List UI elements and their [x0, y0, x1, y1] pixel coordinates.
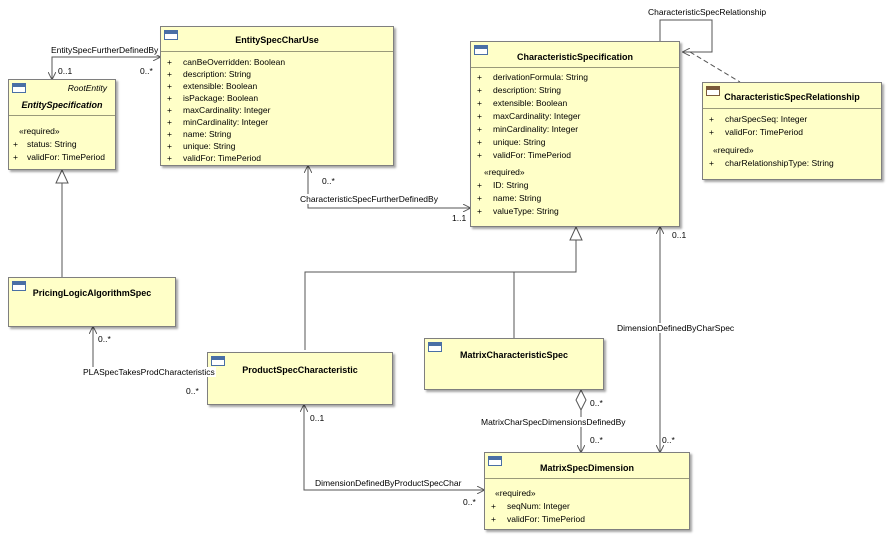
- multiplicity: 0..1: [310, 413, 325, 423]
- stereotype-label: RootEntity: [67, 83, 107, 93]
- class-header: PricingLogicAlgorithmSpec: [9, 278, 175, 327]
- section-stereotype: «required»: [495, 488, 536, 498]
- multiplicity: 0..*: [463, 497, 476, 507]
- assoc-char-spec-relationship-loop[interactable]: [659, 19, 713, 52]
- assoc-class-dashed-link: [689, 51, 741, 83]
- class-name: EntitySpecCharUse: [235, 35, 319, 45]
- multiplicity: 0..*: [98, 334, 111, 344]
- class-icon: [474, 45, 488, 55]
- assoc-label-entity-spec-further-defined-by: EntitySpecFurtherDefinedBy: [50, 45, 160, 55]
- class-header: MatrixSpecDimension: [485, 453, 689, 479]
- class-name: CharacteristicSpecification: [516, 52, 634, 62]
- multiplicity: 0..*: [322, 176, 335, 186]
- multiplicity: 0..*: [590, 398, 603, 408]
- class-icon: [488, 456, 502, 466]
- class-icon: [12, 281, 26, 291]
- assoc-label-dimension-defined-by-product-spec-char: DimensionDefinedByProductSpecChar: [314, 478, 463, 488]
- class-icon: [12, 83, 26, 93]
- multiplicity: 0..*: [140, 66, 153, 76]
- section-stereotype: «required»: [484, 167, 525, 177]
- class-matrix-spec-dimension[interactable]: MatrixSpecDimension «required» +seqNum: …: [484, 452, 690, 530]
- class-name: EntitySpecification: [21, 100, 103, 110]
- assoc-label-characteristic-spec-relationship: CharacteristicSpecRelationship: [647, 7, 768, 17]
- class-characteristic-specification[interactable]: CharacteristicSpecification +derivationF…: [470, 41, 680, 227]
- class-header: CharacteristicSpecRelationship: [703, 83, 881, 109]
- class-entity-spec-char-use[interactable]: EntitySpecCharUse +canBeOverridden: Bool…: [160, 26, 394, 166]
- class-entity-specification[interactable]: RootEntity EntitySpecification «required…: [8, 79, 116, 170]
- class-header: EntitySpecCharUse: [161, 27, 393, 52]
- class-icon: [211, 356, 225, 366]
- assoc-label-dimension-defined-by-char-spec: DimensionDefinedByCharSpec: [616, 323, 736, 333]
- multiplicity: 0..*: [186, 386, 199, 396]
- generalization-arrowhead-entity-spec: [55, 168, 69, 184]
- generalization-arrowhead-char-spec: [569, 225, 583, 241]
- class-icon: [164, 30, 178, 40]
- class-characteristic-spec-relationship[interactable]: CharacteristicSpecRelationship +charSpec…: [702, 82, 882, 180]
- section-stereotype: «required»: [19, 126, 60, 136]
- assoc-label-characteristic-spec-further-defined-by: CharacteristicSpecFurtherDefinedBy: [299, 194, 439, 204]
- class-product-spec-characteristic[interactable]: ProductSpecCharacteristic: [207, 352, 393, 405]
- assoc-dimension-defined-by-product-spec-char[interactable]: [304, 405, 484, 490]
- class-name: MatrixSpecDimension: [539, 463, 635, 473]
- class-icon: [706, 86, 720, 96]
- class-name: MatrixCharacteristicSpec: [459, 350, 569, 360]
- multiplicity: 1..1: [452, 213, 467, 223]
- section-stereotype: «required»: [713, 145, 754, 155]
- assoc-label-pla-spec-takes-prod-characteristics: PLASpecTakesProdCharacteristics: [82, 367, 216, 377]
- multiplicity: 0..*: [662, 435, 675, 445]
- class-header: CharacteristicSpecification: [471, 42, 679, 68]
- class-icon: [428, 342, 442, 352]
- assoc-label-matrix-char-spec-dimensions-defined-by: MatrixCharSpecDimensionsDefinedBy: [480, 417, 627, 427]
- class-name: CharacteristicSpecRelationship: [724, 92, 860, 102]
- multiplicity: 0..1: [58, 66, 73, 76]
- class-name: PricingLogicAlgorithmSpec: [32, 288, 152, 298]
- aggregation-diamond: [575, 388, 587, 412]
- class-name: ProductSpecCharacteristic: [242, 365, 358, 375]
- multiplicity: 0..1: [672, 230, 687, 240]
- multiplicity: 0..*: [590, 435, 603, 445]
- class-pricing-logic-algorithm-spec[interactable]: PricingLogicAlgorithmSpec: [8, 277, 176, 327]
- class-matrix-characteristic-spec[interactable]: MatrixCharacteristicSpec: [424, 338, 604, 390]
- class-header: RootEntity EntitySpecification: [9, 80, 115, 116]
- assoc-char-spec-further-defined-by[interactable]: [308, 166, 470, 208]
- class-header: ProductSpecCharacteristic: [208, 353, 392, 405]
- class-header: MatrixCharacteristicSpec: [425, 339, 603, 390]
- assoc-entity-spec-further-defined-by[interactable]: [52, 57, 160, 79]
- generalization-to-char-spec: [304, 240, 577, 350]
